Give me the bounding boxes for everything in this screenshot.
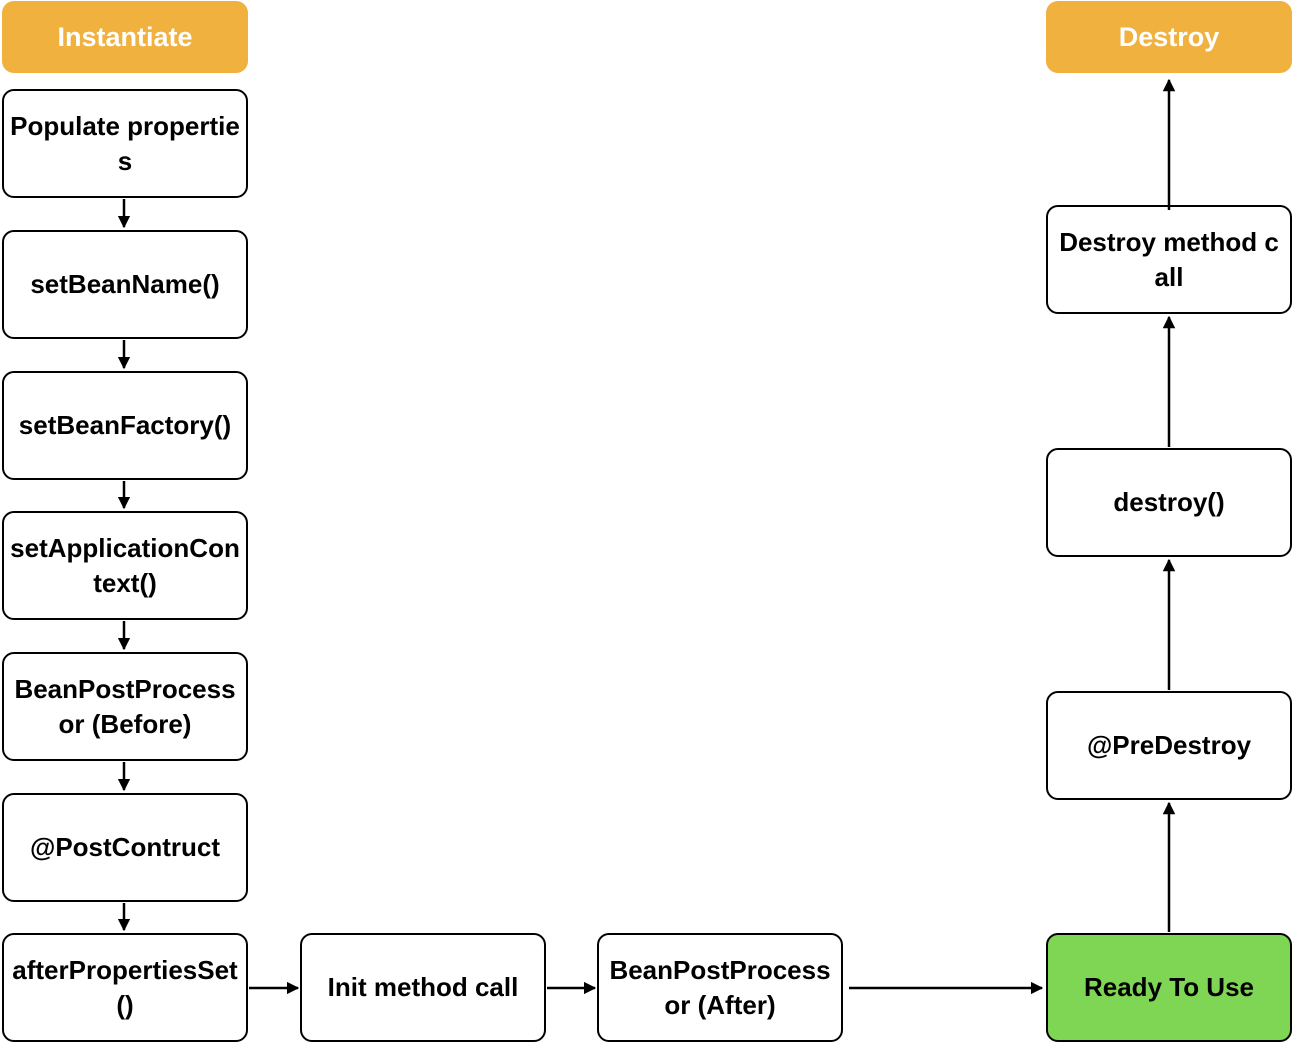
init-method-node: Init method call (300, 933, 546, 1042)
populate-properties-node: Populate properties (2, 89, 248, 198)
bean-post-processor-after-node: BeanPostProcessor (After) (597, 933, 843, 1042)
destroy-end-node: Destroy (1046, 1, 1292, 73)
pre-destroy-node: @PreDestroy (1046, 691, 1292, 800)
post-construct-node: @PostContruct (2, 793, 248, 902)
set-application-context-node: setApplicationContext() (2, 511, 248, 620)
instantiate-node: Instantiate (2, 1, 248, 73)
set-bean-name-node: setBeanName() (2, 230, 248, 339)
destroy-node: destroy() (1046, 448, 1292, 557)
set-bean-factory-node: setBeanFactory() (2, 371, 248, 480)
ready-to-use-node: Ready To Use (1046, 933, 1292, 1042)
bean-post-processor-before-node: BeanPostProcessor (Before) (2, 652, 248, 761)
after-properties-set-node: afterPropertiesSet() (2, 933, 248, 1042)
